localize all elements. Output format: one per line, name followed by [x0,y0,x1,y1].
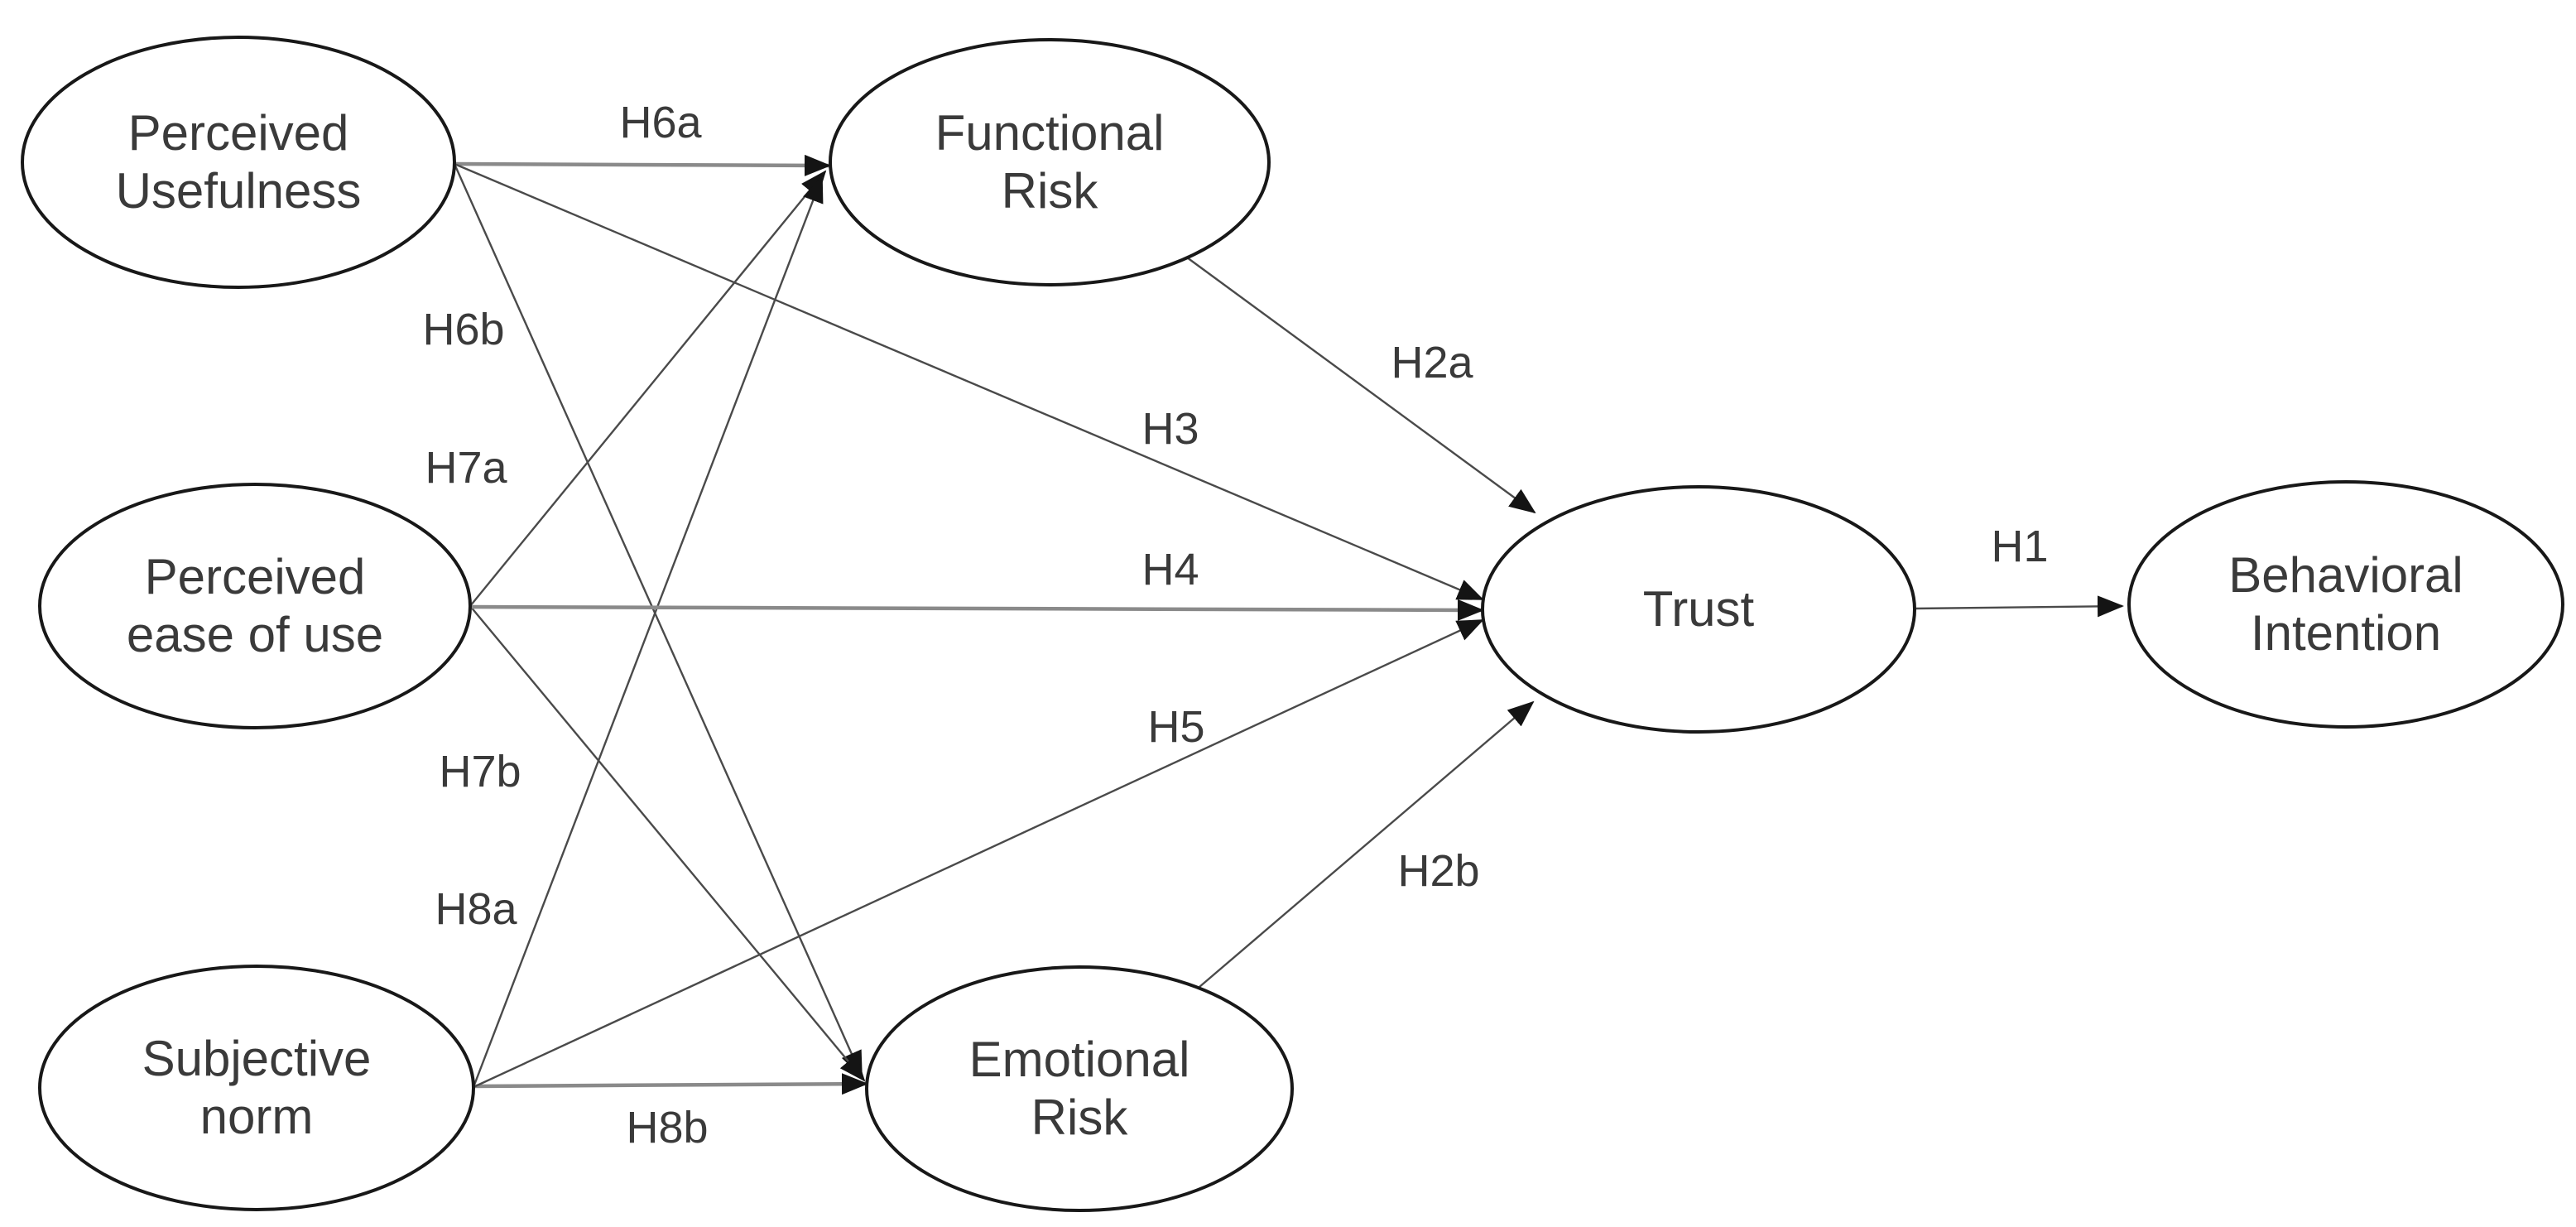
edge-label-h8a: H8a [435,884,517,934]
arrow-h4 [469,599,1484,621]
edge-label-h4: H4 [1141,545,1199,594]
arrow-h1 [1914,595,2124,618]
arrow-h8b [473,1073,868,1095]
edge-label-h7a: H7a [425,443,507,493]
arrow-h8a [472,176,824,1088]
node-label-line: Trust [1642,581,1755,637]
node-behavioral-intention [2127,480,2564,729]
node-label-line: norm [199,1089,314,1144]
arrow-h3 [454,162,1484,601]
edge-label-h1: H1 [1991,522,2049,571]
node-label-trust: Trust [1643,580,1754,638]
edge-label-h6b: H6b [422,305,505,354]
node-label-line: Functional [935,105,1165,161]
edge-label-h2a: H2a [1391,338,1473,387]
node-label-subjective-norm: Subjective norm [142,1030,372,1146]
node-label-line: Intention [2250,605,2442,661]
arrow-h7a [469,170,827,607]
node-label-line: Risk [1001,163,1098,219]
node-label-line: Perceived [127,105,349,161]
node-functional-risk [829,38,1271,286]
arrow-h7b [469,605,866,1082]
node-label-line: Behavioral [2228,547,2463,603]
arrow-h5 [473,618,1484,1089]
node-label-functional-risk: Functional Risk [935,104,1165,220]
node-label-line: ease of use [126,607,384,662]
node-label-line: Subjective [142,1031,372,1086]
arrow-h2a [1186,257,1536,514]
edge-label-h7b: H7b [439,747,521,796]
node-trust [1481,485,1916,734]
node-perceived-ease-of-use [38,483,472,729]
node-label-line: Usefulness [115,163,362,219]
node-label-line: Emotional [968,1032,1190,1087]
node-perceived-usefulness [21,36,456,289]
edge-label-h8b: H8b [626,1103,709,1152]
node-label-line: Perceived [144,549,366,604]
node-subjective-norm [38,965,475,1211]
node-label-line: Risk [1031,1090,1128,1145]
node-label-behavioral-intention: Behavioral Intention [2228,546,2463,662]
arrow-h2b [1199,700,1535,988]
edge-label-h2b: H2b [1397,846,1480,896]
node-label-perceived-usefulness: Perceived Usefulness [116,104,362,220]
node-label-emotional-risk: Emotional Risk [969,1031,1190,1147]
edge-label-h3: H3 [1141,404,1199,454]
node-label-perceived-ease-of-use: Perceived ease of use [127,548,383,664]
arrow-h6a [454,154,831,176]
node-emotional-risk [865,965,1294,1212]
arrow-h6b [453,163,863,1078]
edge-label-h5: H5 [1147,702,1205,752]
edge-label-h6a: H6a [619,98,702,147]
